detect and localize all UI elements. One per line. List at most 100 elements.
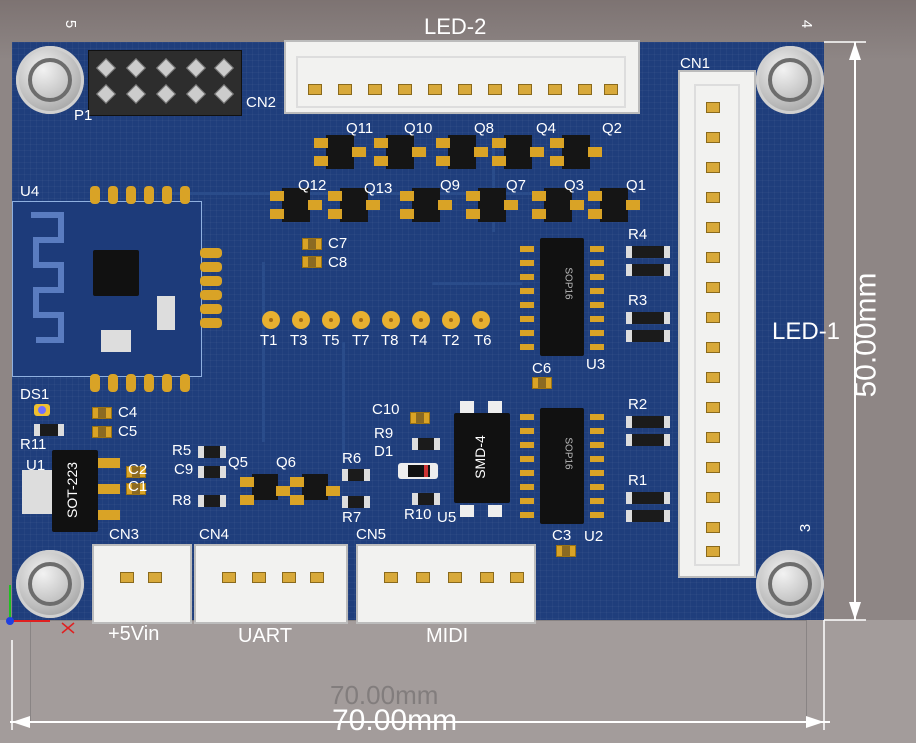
label-t3: T3 <box>290 332 308 349</box>
label-t5: T5 <box>322 332 340 349</box>
test-point-t5 <box>322 311 340 329</box>
label-c5: C5 <box>118 423 138 440</box>
resistor-r9 <box>412 438 440 450</box>
ic-u3: SOP16 <box>540 238 584 356</box>
label-cn5: CN5 <box>356 526 387 543</box>
label-q1: Q1 <box>626 177 647 194</box>
test-point-t2 <box>442 311 460 329</box>
label-uart: UART <box>238 625 293 647</box>
capacitor-c7 <box>302 238 322 250</box>
connector-cn3 <box>92 544 192 624</box>
label-c9: C9 <box>174 461 194 478</box>
label-u5: U5 <box>437 509 457 526</box>
mounting-hole-top-left <box>16 46 84 114</box>
resistor-r3b <box>626 330 670 342</box>
label-r5: R5 <box>172 442 192 459</box>
transistor-q12 <box>270 188 322 222</box>
label-t8: T8 <box>381 332 399 349</box>
capacitor-c6 <box>532 377 552 389</box>
mounting-hole-top-right <box>756 46 824 114</box>
antenna-trace <box>31 212 64 343</box>
label-q13: Q13 <box>364 180 393 197</box>
resistor-r11 <box>34 424 64 436</box>
ghost-dimension-label: 70.00mm <box>330 680 439 710</box>
resistor-r2b <box>626 434 670 446</box>
label-c10: C10 <box>372 401 400 418</box>
transistor-q1 <box>588 188 640 222</box>
test-point-t8 <box>382 311 400 329</box>
transistor-q5 <box>240 474 290 500</box>
label-q7: Q7 <box>506 177 527 194</box>
label-p1: P1 <box>74 107 93 124</box>
resistor-r9-lower <box>198 466 226 478</box>
label-r3: R3 <box>628 292 648 309</box>
ic-u2: SOP16 <box>540 408 584 524</box>
width-dimension: 70.00mm <box>332 704 458 737</box>
label-c8: C8 <box>328 254 348 271</box>
label-q8: Q8 <box>474 120 495 137</box>
test-point-t3 <box>292 311 310 329</box>
label-q11: Q11 <box>346 120 374 137</box>
resistor-r6 <box>342 469 370 481</box>
capacitor-c1 <box>126 483 146 495</box>
label-t7: T7 <box>352 332 370 349</box>
transistor-q9 <box>400 188 452 222</box>
connector-led2 <box>284 40 640 114</box>
label-cn2: CN2 <box>246 94 277 111</box>
connector-cn4 <box>194 544 348 624</box>
label-led1: LED-1 <box>772 318 841 345</box>
label-q4: Q4 <box>536 120 557 137</box>
transistor-q13 <box>328 188 380 222</box>
resistor-r1 <box>626 492 670 504</box>
label-r6: R6 <box>342 450 362 467</box>
resistor-r4 <box>626 246 670 258</box>
label-t4: T4 <box>410 332 428 349</box>
label-c7: C7 <box>328 235 348 252</box>
label-u2: U2 <box>584 528 604 545</box>
mounting-hole-bottom-right <box>756 550 824 618</box>
capacitor-c4 <box>92 407 112 419</box>
label-cn4: CN4 <box>199 526 230 543</box>
capacitor-c10 <box>410 412 430 424</box>
resistor-r10 <box>412 493 440 505</box>
diode-d1 <box>398 463 438 479</box>
label-t6: T6 <box>474 332 492 349</box>
capacitor-c2 <box>126 466 146 478</box>
module-u4 <box>12 201 202 377</box>
label-r9: R9 <box>374 425 394 442</box>
resistor-r5 <box>198 446 226 458</box>
label-led2: LED-2 <box>424 14 487 39</box>
label-u3: U3 <box>586 356 606 373</box>
resistor-r2 <box>626 416 670 428</box>
label-c3: C3 <box>552 527 572 544</box>
label-q6: Q6 <box>276 454 297 471</box>
label-ds1: DS1 <box>20 386 50 403</box>
transistor-q6 <box>290 474 340 500</box>
resistor-r4b <box>626 264 670 276</box>
label-cn3: CN3 <box>109 526 140 543</box>
ic-u5-smd4: SMD-4 <box>454 413 510 503</box>
label-c1: C1 <box>128 478 148 495</box>
transistor-q8 <box>436 135 488 169</box>
resistor-r7 <box>342 496 370 508</box>
ic-u1-sot223: SOT-223 <box>52 450 98 532</box>
resistor-r8 <box>198 495 226 507</box>
mounting-hole-bottom-left <box>16 550 84 618</box>
chip-u4 <box>93 250 139 296</box>
connector-led1 <box>678 70 756 578</box>
capacitor-c3 <box>556 545 576 557</box>
test-point-t1 <box>262 311 280 329</box>
label-5vin: +5Vin <box>108 623 160 645</box>
label-c6: C6 <box>532 360 552 377</box>
label-q3: Q3 <box>564 177 585 194</box>
label-u1: U1 <box>26 457 46 474</box>
label-t1: T1 <box>260 332 278 349</box>
pin-header-p1 <box>88 50 242 116</box>
capacitor-c8 <box>302 256 322 268</box>
label-q10: Q10 <box>404 120 433 137</box>
label-t2: T2 <box>442 332 460 349</box>
label-q5: Q5 <box>228 454 249 471</box>
transistor-q3 <box>532 188 584 222</box>
transistor-q4 <box>492 135 544 169</box>
